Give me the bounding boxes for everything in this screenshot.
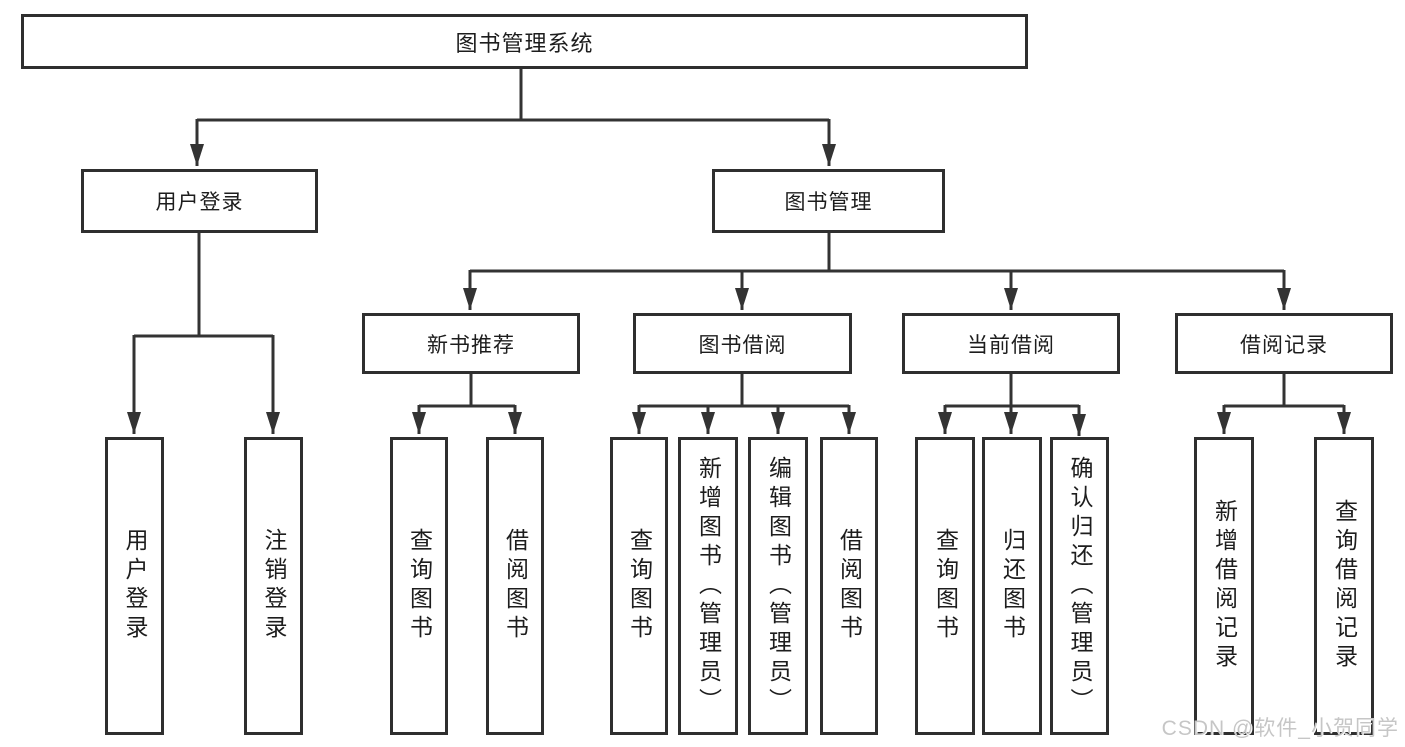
leaf-label: 查询借阅记录 [1331, 499, 1358, 673]
node-library-system: 图书管理系统 [21, 14, 1028, 69]
leaf-current-return-books: 归还图书 [982, 437, 1042, 735]
leaf-label: 确认归还（管理员） [1067, 455, 1093, 717]
leaf-label: 用户登录 [122, 528, 148, 644]
leaf-label: 查询图书 [626, 528, 653, 644]
leaf-current-query-books: 查询图书 [915, 437, 975, 735]
leaf-label: 查询图书 [406, 528, 433, 644]
leaf-records-query-record: 查询借阅记录 [1314, 437, 1374, 735]
leaf-label: 新增图书（管理员） [695, 455, 722, 717]
node-book-management: 图书管理 [712, 169, 945, 233]
leaf-label: 注销登录 [261, 528, 287, 644]
leaf-user-login: 用户登录 [105, 437, 164, 735]
node-book-borrow: 图书借阅 [633, 313, 852, 374]
node-new-book-recommend: 新书推荐 [362, 313, 580, 374]
leaf-borrow-add-books-admin: 新增图书（管理员） [678, 437, 738, 735]
leaf-borrow-query-books: 查询图书 [610, 437, 668, 735]
leaf-label: 新增借阅记录 [1211, 499, 1238, 673]
leaf-label: 借阅图书 [502, 528, 529, 644]
leaf-label: 归还图书 [999, 528, 1026, 644]
leaf-recommend-query-books: 查询图书 [390, 437, 448, 735]
leaf-label: 借阅图书 [836, 528, 863, 644]
node-borrow-records: 借阅记录 [1175, 313, 1393, 374]
leaf-label: 编辑图书（管理员） [765, 455, 792, 717]
leaf-records-add-record: 新增借阅记录 [1194, 437, 1254, 735]
node-current-borrow: 当前借阅 [902, 313, 1120, 374]
leaf-borrow-borrow-books: 借阅图书 [820, 437, 878, 735]
leaf-borrow-edit-books-admin: 编辑图书（管理员） [748, 437, 808, 735]
leaf-current-confirm-return-admin: 确认归还（管理员） [1050, 437, 1109, 735]
csdn-watermark: CSDN @软件_小贺同学 [1161, 717, 1399, 740]
node-user-login: 用户登录 [81, 169, 318, 233]
leaf-label: 查询图书 [932, 528, 959, 644]
leaf-logout: 注销登录 [244, 437, 303, 735]
leaf-recommend-borrow-books: 借阅图书 [486, 437, 544, 735]
